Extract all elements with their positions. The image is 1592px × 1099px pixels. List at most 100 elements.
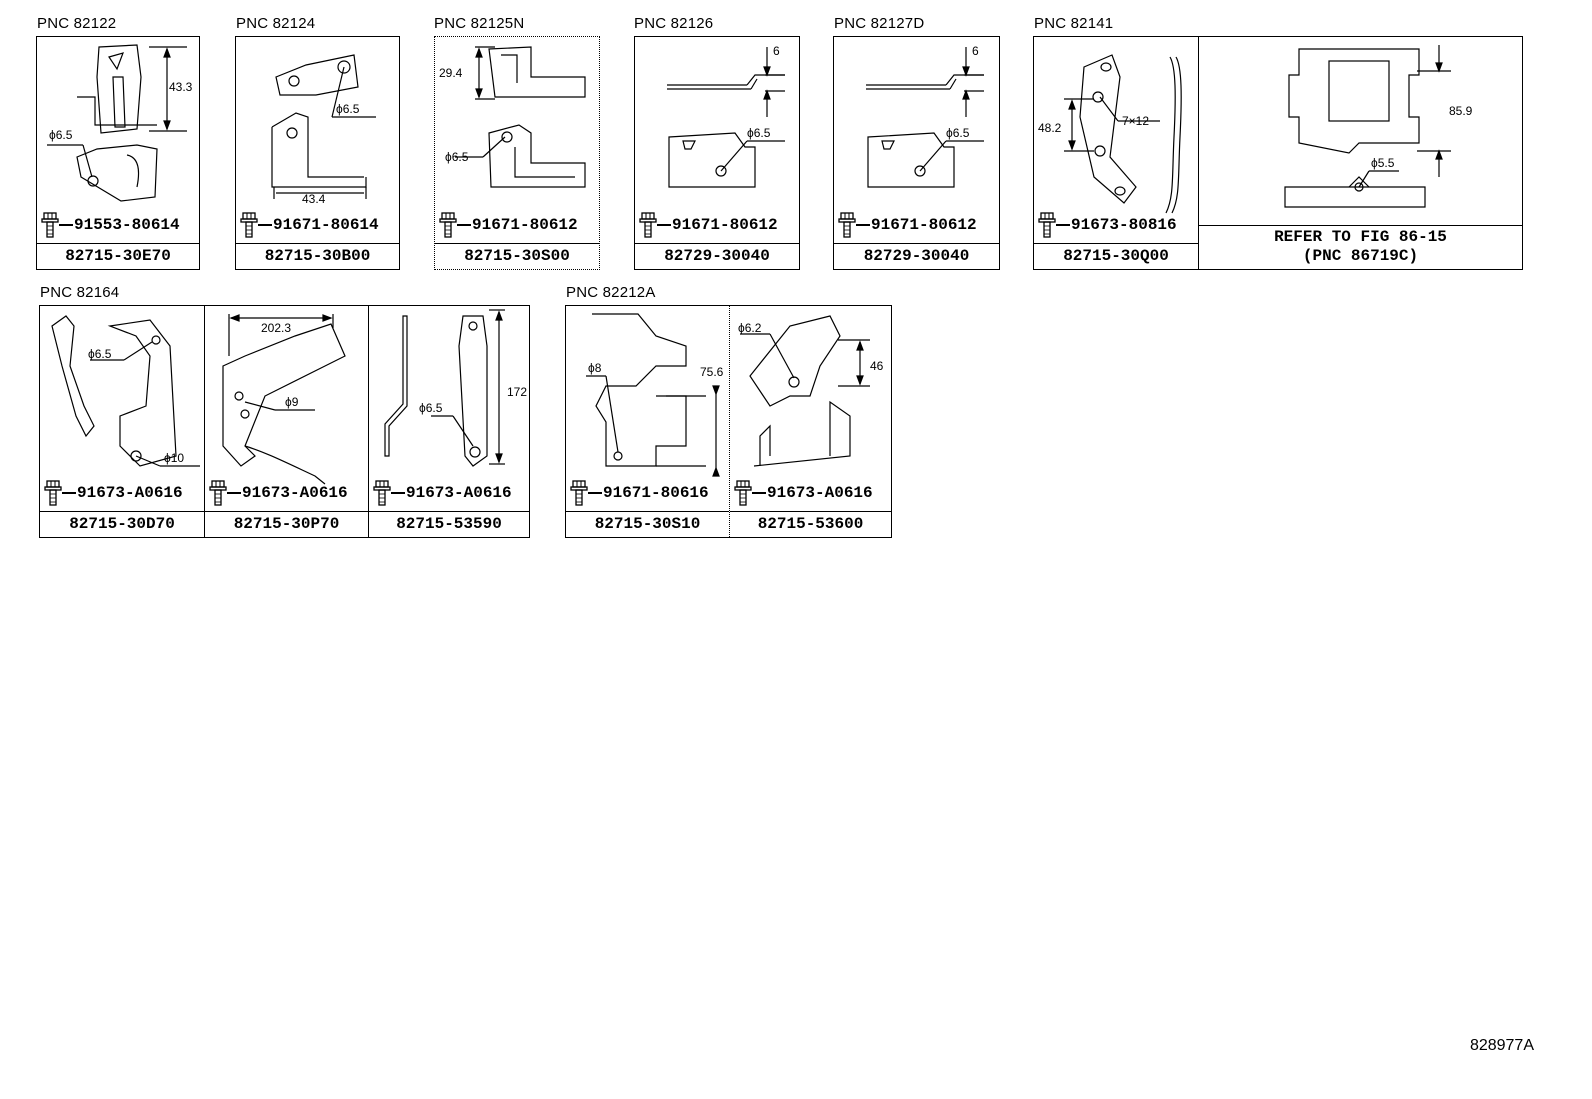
leader-line: [752, 492, 766, 494]
bracket-cell[interactable]: ϕ8 75.6 91671-80616 82715-30S10: [566, 306, 729, 537]
bolt-callout[interactable]: 91553-80614: [41, 211, 180, 239]
dimension-hole: ϕ6.5: [49, 128, 73, 142]
part-number[interactable]: 82715-53590: [369, 511, 529, 537]
pnc-label: PNC 82212A: [566, 284, 656, 301]
dimension-hole: ϕ6.5: [445, 150, 469, 164]
part-number[interactable]: 82729-30040: [834, 243, 999, 269]
bolt-icon: [373, 480, 391, 506]
dimension-thickness: 6: [972, 44, 979, 58]
fixture-illustration: 85.9 ϕ5.5: [1284, 45, 1473, 208]
bolt-icon: [41, 212, 59, 238]
part-panel-82126[interactable]: 6 ϕ6.5 91671-80612 82729-30040: [634, 36, 800, 270]
dimension-width: 43.4: [302, 192, 326, 206]
bolt-number[interactable]: 91673-80816: [1071, 216, 1177, 234]
dimension-hole: ϕ8: [588, 361, 602, 375]
leader-line: [391, 492, 405, 494]
bolt-icon: [734, 480, 752, 506]
dimension-hole-large: ϕ10: [164, 451, 184, 465]
refer-line-1[interactable]: REFER TO FIG 86-15: [1274, 228, 1447, 246]
part-number[interactable]: 82715-30Q00: [1034, 243, 1198, 269]
bolt-number[interactable]: 91671-80612: [672, 216, 778, 234]
leader-line: [856, 224, 870, 226]
bolt-number[interactable]: 91673-A0616: [77, 484, 183, 502]
bracket-cell[interactable]: ϕ6.5 172 91673-A0616 82715-53590: [368, 306, 529, 537]
part-panel-82124[interactable]: ϕ6.5 43.4 91671-80614 82715-30B00: [235, 36, 400, 270]
bracket-illustration: ϕ6.5 ϕ10: [51, 315, 200, 467]
leader-line: [258, 224, 272, 226]
dimension-hole: ϕ6.5: [419, 401, 443, 415]
part-number[interactable]: 82729-30040: [635, 243, 799, 269]
dimension-hole: ϕ6.2: [738, 321, 762, 335]
part-number[interactable]: 82715-30D70: [40, 511, 204, 537]
bolt-callout[interactable]: 91671-80612: [639, 211, 778, 239]
refer-note[interactable]: REFER TO FIG 86-15 (PNC 86719C): [1199, 225, 1522, 269]
dimension-height: 75.6: [700, 365, 724, 379]
bracket-illustration: 43.3 ϕ6.5: [47, 44, 193, 202]
bracket-cell[interactable]: ϕ6.5 ϕ10 91673-A0616 82715-30D70: [40, 306, 204, 537]
bolt-number[interactable]: 91553-80614: [74, 216, 180, 234]
pnc-label: PNC 82122: [37, 15, 117, 32]
part-number[interactable]: 82715-30E70: [37, 243, 199, 269]
pnc-label: PNC 82141: [1034, 15, 1114, 32]
dimension-height: 172: [507, 385, 527, 399]
bolt-callout[interactable]: 91671-80614: [240, 211, 379, 239]
bolt-callout[interactable]: 91671-80616: [570, 479, 709, 507]
bolt-icon: [838, 212, 856, 238]
bolt-number[interactable]: 91671-80612: [871, 216, 977, 234]
part-number[interactable]: 82715-30P70: [205, 511, 368, 537]
bolt-number[interactable]: 91671-80612: [472, 216, 578, 234]
part-number[interactable]: 82715-30B00: [236, 243, 399, 269]
bolt-icon: [240, 212, 258, 238]
dimension-width: 202.3: [261, 321, 291, 335]
bolt-callout[interactable]: 91671-80612: [439, 211, 578, 239]
part-number[interactable]: 82715-53600: [730, 511, 891, 537]
dimension-hole: ϕ6.5: [336, 102, 360, 116]
bolt-callout[interactable]: 91671-80612: [838, 211, 977, 239]
bolt-icon: [639, 212, 657, 238]
pnc-label: PNC 82164: [40, 284, 120, 301]
bracket-illustration: 6 ϕ6.5: [667, 44, 785, 188]
bracket-cell[interactable]: 202.3 ϕ9 91673-A0616 82715-30P70: [204, 306, 368, 537]
bolt-callout[interactable]: 91673-80816: [1038, 211, 1177, 239]
pnc-label: PNC 82125N: [434, 15, 525, 32]
part-panel-82164[interactable]: ϕ6.5 ϕ10 91673-A0616 82715-30D70 202.3 ϕ…: [39, 305, 530, 538]
refer-cell[interactable]: 85.9 ϕ5.5 REFER TO FIG 86-15 (PNC 86719C…: [1198, 37, 1522, 269]
dimension-height: 29.4: [439, 66, 463, 80]
bolt-callout[interactable]: 91673-A0616: [44, 479, 183, 507]
bolt-number[interactable]: 91673-A0616: [767, 484, 873, 502]
part-number[interactable]: 82715-30S00: [435, 243, 599, 269]
dimension-height: 43.3: [169, 80, 193, 94]
bolt-number[interactable]: 91673-A0616: [406, 484, 512, 502]
part-panel-82125N[interactable]: 29.4 ϕ6.5 91671-80612 82715-30S00: [434, 36, 600, 270]
pnc-label: PNC 82124: [236, 15, 316, 32]
bolt-callout[interactable]: 91673-A0616: [373, 479, 512, 507]
pnc-label: PNC 82127D: [834, 15, 925, 32]
bracket-cell[interactable]: ϕ6.2 46 91673-A0616 82715-53600: [729, 306, 891, 537]
bracket-illustration: 48.2 7×12: [1038, 54, 1182, 214]
dimension-hole: ϕ9: [285, 395, 299, 409]
bolt-number[interactable]: 91671-80616: [603, 484, 709, 502]
bolt-number[interactable]: 91671-80614: [273, 216, 379, 234]
bolt-callout[interactable]: 91673-A0616: [209, 479, 348, 507]
bracket-cell[interactable]: 48.2 7×12 91673-80816 82715-30Q00: [1034, 37, 1198, 269]
dimension-hole: ϕ6.5: [946, 126, 970, 140]
bolt-callout[interactable]: 91673-A0616: [734, 479, 873, 507]
leader-line: [588, 492, 602, 494]
bracket-illustration: ϕ6.5 43.4: [271, 54, 376, 206]
leader-line: [62, 492, 76, 494]
leader-line: [657, 224, 671, 226]
bolt-icon: [439, 212, 457, 238]
part-number[interactable]: 82715-30S10: [566, 511, 729, 537]
leader-line: [227, 492, 241, 494]
dimension-hole: ϕ6.5: [747, 126, 771, 140]
dimension-height: 85.9: [1449, 104, 1473, 118]
part-panel-82127D[interactable]: 6 ϕ6.5 91671-80612 82729-30040: [833, 36, 1000, 270]
bracket-illustration: ϕ8 75.6: [586, 313, 724, 477]
part-panel-82122[interactable]: 43.3 ϕ6.5 91553-80614 82715-30E70: [36, 36, 200, 270]
part-panel-82212A[interactable]: ϕ8 75.6 91671-80616 82715-30S10 ϕ6.2 46: [565, 305, 892, 538]
refer-line-2[interactable]: (PNC 86719C): [1302, 247, 1419, 265]
leader-line: [457, 224, 471, 226]
bolt-number[interactable]: 91673-A0616: [242, 484, 348, 502]
bracket-illustration: 6 ϕ6.5: [866, 44, 984, 188]
part-panel-82141[interactable]: 48.2 7×12 91673-80816 82715-30Q00 85.9: [1033, 36, 1523, 270]
